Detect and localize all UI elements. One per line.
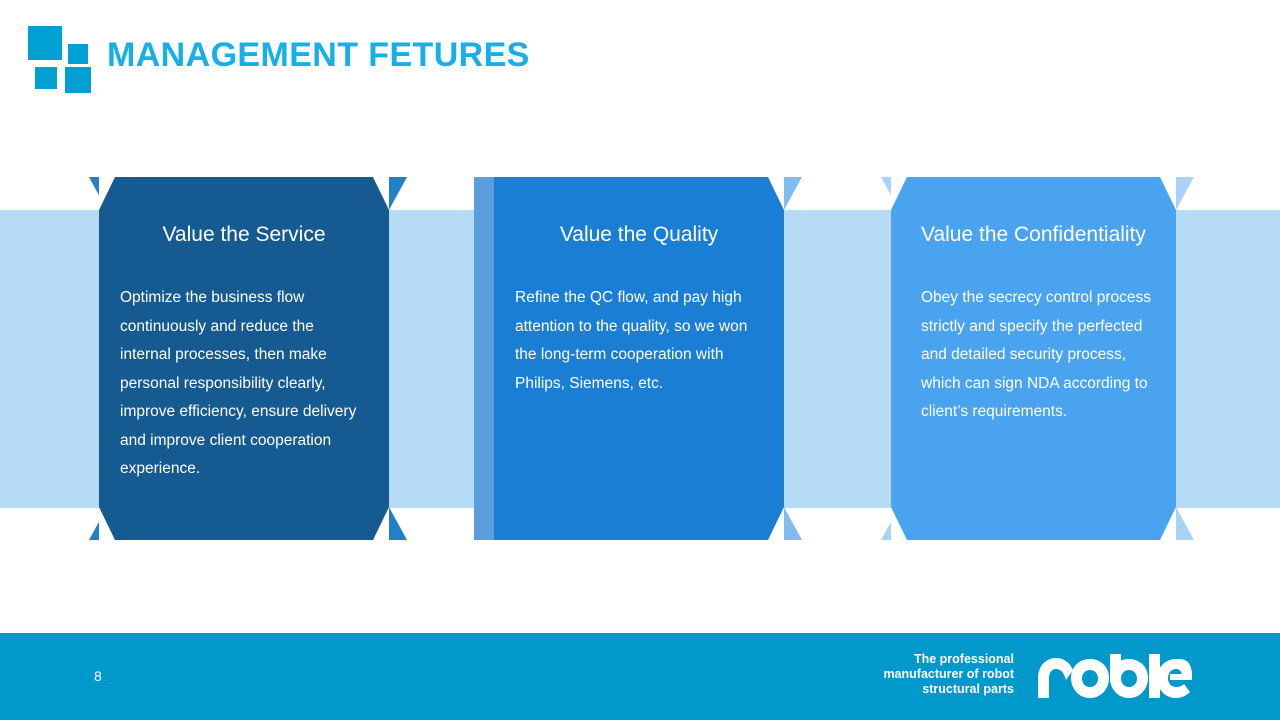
card-confidentiality-wedge-top-right xyxy=(1176,177,1194,210)
card-value-the-quality[interactable]: Value the Quality Refine the QC flow, an… xyxy=(494,177,784,540)
card-quality-title: Value the Quality xyxy=(559,223,719,246)
noble-wordmark-logo-icon xyxy=(1036,652,1192,700)
card-value-the-service[interactable]: Value the Service Optimize the business … xyxy=(99,177,389,540)
card-quality-body: Refine the QC flow, and pay high attenti… xyxy=(515,289,748,392)
page-number: 8 xyxy=(94,668,102,684)
footer-tagline: The professional manufacturer of robot s… xyxy=(883,652,1014,696)
card-quality-left-strip xyxy=(474,177,494,540)
card-service-wedge-bottom-right xyxy=(389,507,407,540)
card-confidentiality-title: Value the Confidentiality xyxy=(921,223,1146,246)
card-quality-wedge-bottom-right xyxy=(784,507,802,540)
logo-square-bottom-left xyxy=(35,67,57,89)
page-title: MANAGEMENT FETURES xyxy=(107,36,530,74)
card-service-title: Value the Service xyxy=(162,223,326,246)
card-service-body: Optimize the business flow continuously … xyxy=(120,289,357,477)
four-squares-logo-icon xyxy=(28,26,91,93)
card-confidentiality-body: Obey the secrecy control process strictl… xyxy=(921,289,1152,420)
card-value-the-confidentiality[interactable]: Value the Confidentiality Obey the secre… xyxy=(891,177,1176,540)
logo-square-large xyxy=(28,26,62,60)
card-confidentiality-wedge-bottom-right xyxy=(1176,507,1194,540)
card-quality-wedge-top-right xyxy=(784,177,802,210)
logo-square-top-right xyxy=(68,44,88,64)
logo-square-bottom-right xyxy=(65,67,91,93)
card-service-wedge-top-right xyxy=(389,177,407,210)
